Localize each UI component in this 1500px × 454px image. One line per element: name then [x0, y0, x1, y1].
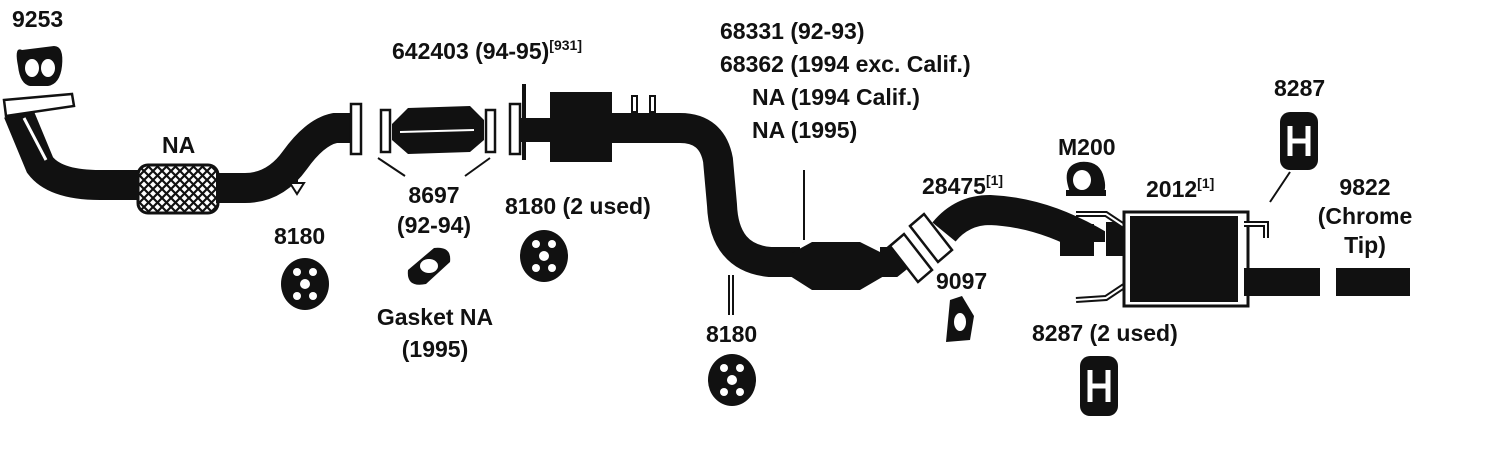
leader-8697	[377, 157, 491, 177]
gasket-8697	[407, 247, 451, 285]
label-na-1994-calif: NA (1994 Calif.)	[752, 84, 920, 110]
label-gasket-na: Gasket NA	[376, 304, 494, 330]
label-28475: 28475[1]	[922, 173, 1003, 200]
hanger-8180-bottom	[708, 354, 756, 406]
label-9253: 9253	[12, 6, 64, 32]
label-642403-text: 642403 (94-95)	[392, 38, 550, 64]
label-8697-years: (92-94)	[396, 212, 472, 238]
label-28475-text: 28475	[922, 173, 986, 199]
flange-gasket-9253	[16, 46, 63, 86]
label-na-1995: NA (1995)	[752, 117, 858, 143]
catalytic-converter-642403	[392, 106, 484, 154]
catalytic-converter-68331	[790, 170, 922, 290]
chrome-tip-9822	[1336, 268, 1410, 296]
label-8180-bottom: 8180	[706, 321, 758, 347]
front-pipe	[2, 92, 140, 200]
gasket-9097	[946, 296, 974, 342]
label-68362: 68362 (1994 exc. Calif.)	[720, 51, 971, 77]
label-8697: 8697	[408, 182, 460, 208]
center-resonator	[520, 84, 800, 315]
label-chrome: (Chrome	[1317, 203, 1413, 229]
label-2012-note: [1]	[1197, 175, 1215, 191]
label-28475-note: [1]	[985, 172, 1004, 188]
clamp-m200	[1066, 161, 1106, 196]
label-68331: 68331 (92-93)	[720, 18, 865, 44]
label-8180-2used: 8180 (2 used)	[505, 193, 651, 219]
flange-28475	[888, 212, 954, 284]
intermediate-pipe-front	[216, 113, 352, 203]
label-8287-top: 8287	[1274, 75, 1326, 101]
label-tip: Tip)	[1344, 232, 1386, 258]
label-m200: M200	[1058, 134, 1116, 160]
flex-pipe	[136, 163, 220, 215]
label-2012: 2012[1]	[1146, 176, 1214, 203]
label-2012-text: 2012	[1146, 176, 1198, 202]
label-642403: 642403 (94-95)[931]	[392, 38, 582, 65]
hanger-8180-center	[520, 230, 568, 282]
label-9097: 9097	[936, 268, 988, 294]
label-8287-2used: 8287 (2 used)	[1032, 320, 1178, 346]
hanger-8180-left	[281, 258, 329, 310]
label-8180-left: 8180	[274, 223, 326, 249]
cat-flanges	[349, 102, 522, 156]
hanger-8287-bottom	[1080, 356, 1118, 416]
label-642403-note: [931]	[549, 37, 582, 53]
label-gasket-year: (1995)	[401, 336, 469, 362]
label-na-flex: NA	[162, 132, 196, 158]
hanger-8287-top	[1280, 112, 1318, 170]
label-9822: 9822	[1339, 174, 1391, 200]
muffler-2012	[1075, 171, 1320, 308]
